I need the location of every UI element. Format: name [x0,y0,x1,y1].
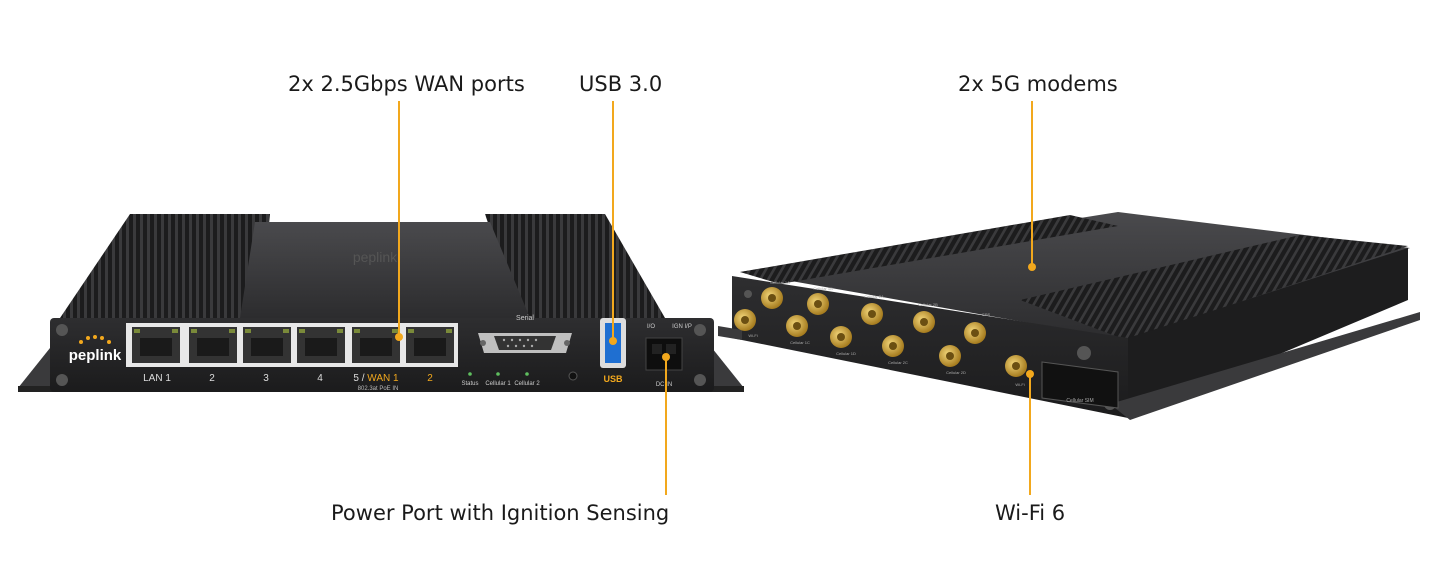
heatsink-right [485,214,665,318]
antenna-label: Wi-Fi [748,333,757,338]
heatsink-front [1020,235,1408,340]
screw-icon [56,324,68,336]
antenna-connector-icon [964,322,986,344]
antenna-label: Cellular 1B [813,286,833,291]
antenna-connector-icon [882,335,904,357]
front-device: peplink peplink [18,214,744,392]
rear-device: Cellular SIM Wi-Fi Cellular 1A Cellular … [718,212,1420,420]
antenna-connector-icon [1005,355,1027,377]
screw-icon [1077,346,1091,360]
leader-line-modems [1031,101,1033,266]
antenna-label: Cellular 1D [836,351,856,356]
serial-label: Serial [516,315,534,322]
dc-in-label: DC IN [656,382,672,388]
leader-line-wifi [1029,374,1031,495]
antenna-label: GPS [982,312,991,317]
ign-label: IGN I/P [672,324,692,330]
leader-line-usb [612,101,614,341]
sim-tray-icon [1041,361,1119,409]
heatsink-left [60,214,270,318]
io-label: I/O [647,324,655,330]
top-logo: peplink [353,249,398,265]
callout-usb: USB 3.0 [579,72,663,96]
callout-wifi: Wi-Fi 6 [995,501,1066,525]
leader-line-wan [398,101,400,337]
ethernet-ports [132,327,454,363]
port-label-wan2: 2 [427,373,433,384]
leader-dot-wan [395,333,403,341]
leader-dot-power [662,353,670,361]
poe-label: 802.3at PoE IN [358,386,399,392]
leader-dot-modems [1028,263,1036,271]
led-label-cellular2: Cellular 2 [514,381,540,387]
antenna-label: Cellular 2A [864,294,884,299]
antenna-connector-icon [786,315,808,337]
antenna-connector-icon [761,287,783,309]
screw-icon [56,374,68,386]
port-label-2: 2 [209,373,215,384]
antenna-label: Cellular 2D [946,370,966,375]
leader-dot-usb [609,337,617,345]
callout-5g-modems: 2x 5G modems [958,72,1118,96]
port-label-wan1: 5 / WAN 1 [353,373,399,384]
serial-port-icon [478,333,572,353]
reset-button-icon [568,371,578,381]
antenna-connector-icon [939,345,961,367]
screw-icon [694,374,706,386]
antenna-label: Cellular 1A [770,280,790,285]
screw-icon [694,324,706,336]
antenna-connectors [734,287,1027,377]
screw-icon [744,290,752,298]
brand-logo: peplink [69,347,122,364]
callout-wan-ports: 2x 2.5Gbps WAN ports [288,72,525,96]
antenna-connector-icon [734,309,756,331]
heatsink-back [740,215,1118,284]
port-label-3: 3 [263,373,269,384]
antenna-label: Cellular 2B [918,302,938,307]
antenna-label: Cellular 1C [790,340,810,345]
antenna-connector-icon [807,293,829,315]
sim-label: Cellular SIM [1066,398,1093,404]
port-label-lan1: LAN 1 [143,373,171,384]
led-label-status: Status [461,381,478,387]
leader-line-power [665,357,667,495]
leader-dot-wifi [1026,370,1034,378]
antenna-label: Wi-Fi [1015,382,1024,387]
led-label-cellular1: Cellular 1 [485,381,511,387]
callout-power-port: Power Port with Ignition Sensing [331,501,670,525]
antenna-connector-icon [861,303,883,325]
peplink-logo-icon [79,335,111,344]
usb-label: USB [603,374,623,384]
port-label-4: 4 [317,373,323,384]
antenna-connector-icon [830,326,852,348]
antenna-label: Cellular 2C [888,360,908,365]
antenna-connector-icon [913,311,935,333]
